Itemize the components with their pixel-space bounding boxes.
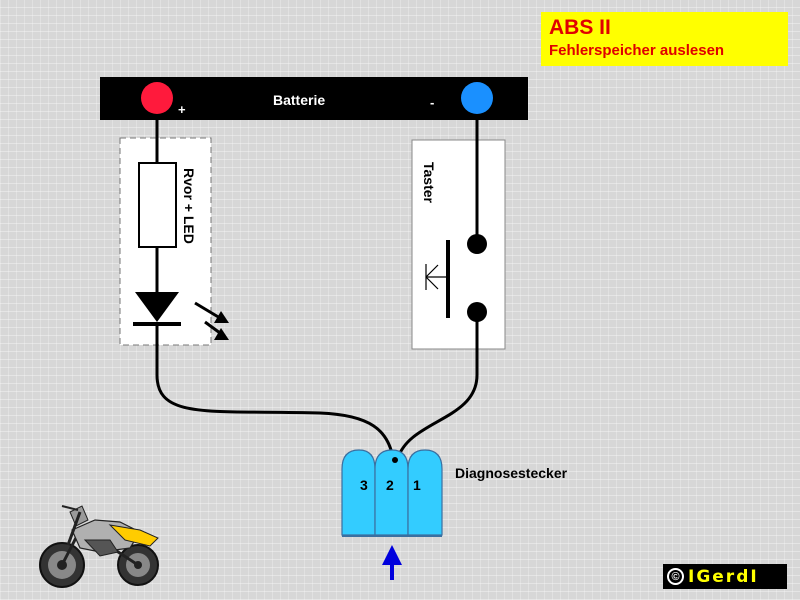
connector-pin-3-label: 3 xyxy=(360,477,368,493)
push-icon xyxy=(425,264,447,290)
led-light-arrows xyxy=(194,301,229,340)
battery-plus-sign: + xyxy=(178,102,186,117)
connector-pin-1-body xyxy=(407,449,443,536)
resistor xyxy=(138,162,177,248)
connector-pin-2-label: 2 xyxy=(386,477,394,493)
copyright-author: IGerdI xyxy=(688,566,759,587)
connector-pin-1-label: 1 xyxy=(413,477,421,493)
battery-minus-sign: - xyxy=(430,95,434,110)
positive-terminal xyxy=(141,82,173,114)
copyright-icon: © xyxy=(667,568,684,585)
led-diode xyxy=(135,292,179,322)
wire-led-to-connector xyxy=(155,324,395,459)
button-label: Taster xyxy=(421,162,437,204)
wire-button-to-connector xyxy=(396,312,479,459)
resistor-led-label: Rvor + LED xyxy=(181,168,197,244)
connector-label: Diagnosestecker xyxy=(455,465,568,481)
connector-junction xyxy=(392,457,398,463)
page-subtitle: Fehlerspeicher auslesen xyxy=(549,42,725,59)
title-box: ABS II Fehlerspeicher auslesen xyxy=(541,12,788,66)
motorcycle-icon xyxy=(39,505,159,588)
button-box xyxy=(411,139,506,350)
battery-label: Batterie xyxy=(273,92,325,108)
diagnostic-connector xyxy=(341,449,443,537)
connector-pin-3-body xyxy=(341,449,376,536)
insert-arrow-icon xyxy=(382,545,402,580)
page-title: ABS II xyxy=(549,16,611,39)
button-contact-top xyxy=(467,234,487,254)
negative-terminal xyxy=(461,82,493,114)
copyright-badge: © IGerdI xyxy=(663,564,787,589)
